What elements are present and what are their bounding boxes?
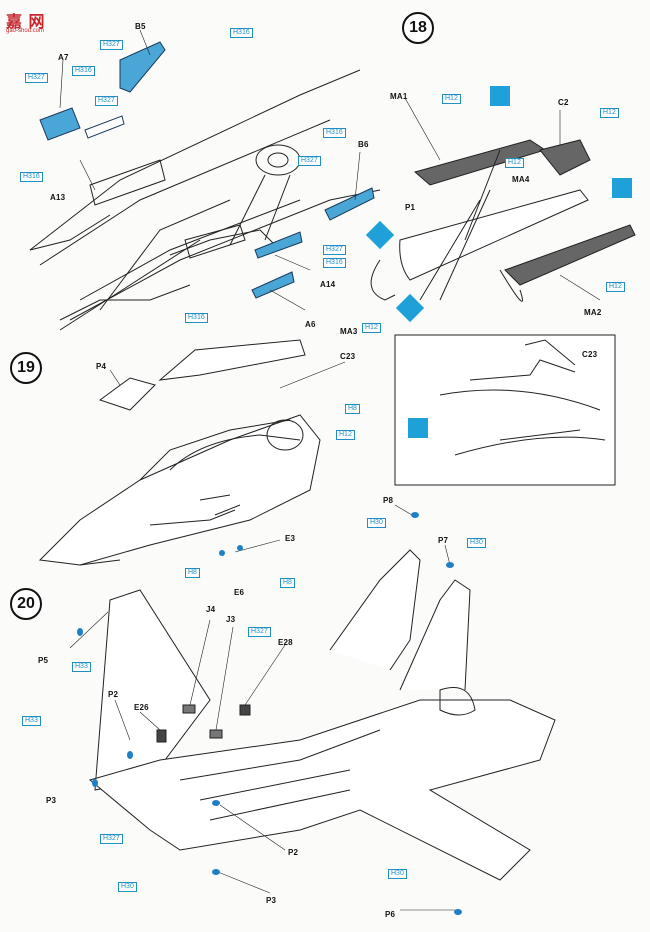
- label-p4: P4: [96, 362, 107, 371]
- paint-h8-a: H8: [345, 404, 360, 414]
- paint-h327-e: H327: [323, 245, 346, 255]
- paint-h327-f: H327: [248, 627, 271, 637]
- paint-h33-b: H33: [22, 716, 41, 726]
- left-tail-fin: [329, 549, 421, 671]
- paint-h327-g: H327: [100, 834, 123, 844]
- left-wing: [94, 589, 211, 791]
- label-p6: P6: [385, 910, 396, 919]
- fuselage-top: [88, 699, 556, 881]
- paint-h12-c: H12: [505, 158, 524, 168]
- paint-h8-b: H8: [185, 568, 200, 578]
- label-p2-left: P2: [108, 690, 119, 699]
- part-j4: [182, 704, 196, 714]
- part-ma3: [370, 259, 396, 301]
- label-j4: J4: [206, 605, 216, 614]
- label-p3-left: P3: [46, 796, 57, 805]
- label-c23-main: C23: [340, 352, 356, 361]
- paint-h327-a: H327: [100, 40, 123, 50]
- part-a14: [254, 231, 303, 259]
- paint-h316-f: H316: [185, 313, 208, 323]
- label-a13: A13: [50, 193, 66, 202]
- part-p4: [98, 377, 156, 411]
- paint-h316-d: H316: [323, 128, 346, 138]
- label-c23-inset: C23: [582, 350, 598, 359]
- label-e6: E6: [234, 588, 245, 597]
- right-tail-fin: [399, 579, 471, 691]
- label-ma2: MA2: [584, 308, 602, 317]
- decal-marker-3: [490, 86, 510, 106]
- paint-h30-d: H30: [388, 869, 407, 879]
- forward-fuselage: [38, 414, 321, 566]
- part-a6: [251, 271, 295, 299]
- decal-marker-4: [612, 178, 632, 198]
- part-b5: [119, 41, 166, 93]
- label-e3: E3: [285, 534, 296, 543]
- label-e26: E26: [134, 703, 149, 712]
- label-p3-bottom: P3: [266, 896, 277, 905]
- step-20-badge: 20: [10, 588, 42, 620]
- paint-h316-e: H316: [323, 258, 346, 268]
- part-b6: [324, 187, 375, 221]
- label-b5: B5: [135, 22, 146, 31]
- label-b6: B6: [358, 140, 369, 149]
- label-c2: C2: [558, 98, 569, 107]
- part-canopy-frame: [158, 339, 306, 381]
- part-e28: [239, 704, 251, 716]
- label-j3: J3: [226, 615, 236, 624]
- step-19-badge: 19: [10, 352, 42, 384]
- label-p1: P1: [405, 203, 416, 212]
- part-e26: [156, 729, 167, 743]
- paint-h33-a: H33: [72, 662, 91, 672]
- part-c2: [539, 139, 591, 176]
- label-p2-bottom: P2: [288, 848, 299, 857]
- paint-h12-e: H12: [606, 282, 625, 292]
- step-18-badge: 18: [402, 12, 434, 44]
- paint-h12-f: H12: [336, 430, 355, 440]
- paint-h30-c: H30: [118, 882, 137, 892]
- label-ma3: MA3: [340, 327, 358, 336]
- label-e28: E28: [278, 638, 293, 647]
- part-ma2: [504, 224, 636, 286]
- label-p8: P8: [383, 496, 394, 505]
- label-a14: A14: [320, 280, 336, 289]
- paint-h316-c: H316: [20, 172, 43, 182]
- canopy-jack-wheel: [255, 144, 301, 176]
- label-ma4: MA4: [512, 175, 530, 184]
- label-ma1: MA1: [390, 92, 408, 101]
- fuselage-upper-line: [29, 69, 361, 251]
- label-a6: A6: [305, 320, 316, 329]
- paint-h8-c: H8: [280, 578, 295, 588]
- paint-h12-a: H12: [362, 323, 381, 333]
- paint-h12-b: H12: [442, 94, 461, 104]
- paint-h327-d: H327: [298, 156, 321, 166]
- paint-h327-c: H327: [95, 96, 118, 106]
- decal-marker-5: [408, 418, 428, 438]
- label-a7: A7: [58, 53, 69, 62]
- part-p1: [399, 189, 589, 281]
- part-h327-strip: [84, 115, 125, 139]
- paint-h30-b: H30: [467, 538, 486, 548]
- watermark-logo: 嘉 网: [6, 14, 46, 31]
- paint-h30-a: H30: [367, 518, 386, 528]
- paint-h316-b: H316: [72, 66, 95, 76]
- label-p5: P5: [38, 656, 49, 665]
- inset-detail-box: [394, 334, 616, 486]
- label-p7: P7: [438, 536, 449, 545]
- part-j3: [209, 729, 223, 739]
- paint-h316-a: H316: [230, 28, 253, 38]
- paint-h327-b: H327: [25, 73, 48, 83]
- paint-h12-d: H12: [600, 108, 619, 118]
- watermark-url: gao-shou.com: [6, 28, 45, 34]
- part-a7: [39, 107, 81, 141]
